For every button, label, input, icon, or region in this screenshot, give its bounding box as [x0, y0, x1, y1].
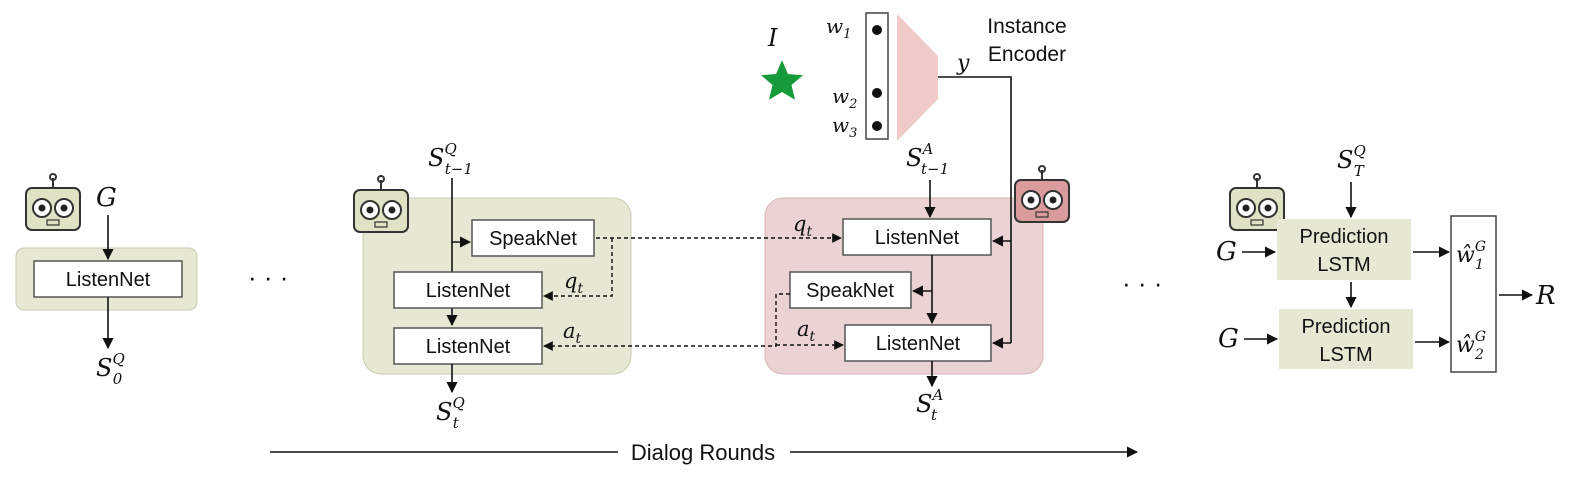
- ellipsis-left: · · ·: [248, 262, 288, 292]
- prediction-lstm-2-line2: LSTM: [1319, 344, 1372, 366]
- instance-vector: [865, 12, 889, 140]
- qbot-round-robot-icon: [353, 175, 409, 233]
- prediction-output-vector: [1450, 215, 1497, 373]
- prediction-lstm-2-line1: Prediction: [1302, 316, 1391, 338]
- listennet-a-question: [842, 218, 992, 256]
- speaknet-a-label: SpeakNet: [806, 280, 894, 302]
- image-symbol: I: [767, 24, 778, 52]
- encoder-trapezoid: [897, 14, 938, 141]
- listennet-a-question-label: ListenNet: [875, 227, 960, 249]
- reward-label: R: [1535, 281, 1556, 311]
- goal-label-initial: G: [96, 183, 117, 213]
- abot-robot-icon: [1014, 165, 1070, 223]
- question-feedback-link: [543, 238, 613, 301]
- listennet-initial: [33, 260, 183, 298]
- listennet-initial-label: ListenNet: [66, 269, 151, 291]
- prediction-lstm-1-line1: Prediction: [1300, 226, 1389, 248]
- prediction-lstm-2: [1279, 309, 1413, 369]
- at-label-qbot: at: [563, 319, 582, 347]
- dialog-rounds-label: Dialog Rounds: [631, 440, 775, 465]
- goal-label-pred-1: G: [1216, 237, 1237, 267]
- qt-label-qbot: qt: [564, 269, 583, 297]
- prediction-lstm-1-line2: LSTM: [1317, 254, 1370, 276]
- encoder-output-label: y: [956, 51, 970, 76]
- slot-w1-dot: [872, 25, 882, 35]
- qbot-final-robot-icon: [1229, 173, 1285, 231]
- ellipsis-right: · · ·: [1122, 268, 1162, 298]
- speaknet-q: [471, 219, 595, 257]
- slot-w1-label: w1: [826, 14, 851, 42]
- encoder-title-line1: Instance: [987, 15, 1066, 38]
- qt-label-abot: qt: [793, 212, 812, 240]
- slot-w2-dot: [872, 88, 882, 98]
- dialog-rounds-axis: Dialog Rounds: [270, 440, 1139, 465]
- speaknet-q-label: SpeakNet: [489, 228, 577, 250]
- at-label-abot: at: [797, 317, 816, 345]
- prediction-lstm-1: [1277, 219, 1411, 280]
- goal-label-pred-2: G: [1218, 324, 1239, 354]
- qbot-initial-robot-icon: [25, 173, 81, 231]
- listennet-a-answer: [844, 324, 992, 362]
- slot-w3-label: w3: [832, 113, 857, 141]
- slot-w2-label: w2: [832, 84, 857, 112]
- speaknet-a: [789, 271, 912, 309]
- listennet-q-question-label: ListenNet: [426, 280, 511, 302]
- instance-encoder-group: I w1 w2 w3 Instance Encoder y: [761, 12, 1067, 141]
- target-star-icon: [761, 60, 803, 100]
- answer-message-link: [543, 293, 790, 351]
- listennet-q-answer-label: ListenNet: [426, 336, 511, 358]
- listennet-a-answer-label: ListenNet: [876, 333, 961, 355]
- listennet-q-question: [393, 271, 543, 309]
- encoder-title-line2: Encoder: [988, 43, 1066, 66]
- slot-w3-dot: [872, 121, 882, 131]
- encoder-output-wire: [938, 76, 1012, 343]
- listennet-q-answer: [393, 327, 543, 365]
